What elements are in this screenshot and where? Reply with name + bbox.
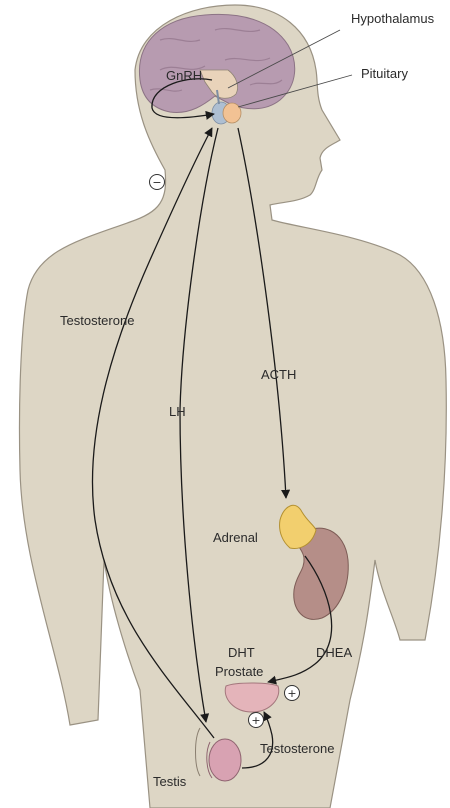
prostate-label: Prostate <box>215 664 263 679</box>
pituitary-anterior-lobe <box>222 102 242 124</box>
adrenal-gland <box>279 504 317 549</box>
brain <box>138 13 296 114</box>
positive-prostate-right-sign: + <box>287 687 296 700</box>
gnrh-label: GnRH <box>166 68 202 83</box>
testosterone-to-prostate-arrow <box>241 711 274 769</box>
body-silhouette <box>18 4 447 808</box>
testis-label: Testis <box>153 774 187 789</box>
lh-arrow <box>179 127 219 723</box>
adrenal-label: Adrenal <box>213 530 258 545</box>
testosterone-feedback-arrow <box>91 127 215 739</box>
positive-prostate-below-circle <box>248 712 264 728</box>
acth-arrow <box>237 127 291 499</box>
testis-organ <box>195 727 242 782</box>
negative-feedback-sign: − <box>152 176 161 189</box>
gnrh-arrow <box>151 78 215 120</box>
dhea-to-prostate-arrow <box>267 555 333 685</box>
dhea-label: DHEA <box>316 645 352 660</box>
hypothalamus-label: Hypothalamus <box>351 11 435 26</box>
negative-feedback-circle <box>149 174 165 190</box>
acth-label: ACTH <box>261 367 296 382</box>
dht-label: DHT <box>228 645 255 660</box>
kidney <box>293 527 349 620</box>
pituitary-leader-line <box>237 74 353 108</box>
lh-label: LH <box>169 404 186 419</box>
hypothalamus-region <box>199 69 238 99</box>
hypothalamus-leader-line <box>227 29 341 89</box>
pituitary-label: Pituitary <box>361 66 408 81</box>
positive-prostate-below-sign: + <box>251 714 260 727</box>
positive-prostate-right-circle <box>284 685 300 701</box>
prostate-gland <box>224 682 280 713</box>
testosterone-feedback-label: Testosterone <box>60 313 134 328</box>
pituitary-stalk <box>216 89 220 105</box>
testosterone-bottom-label: Testosterone <box>260 741 334 756</box>
